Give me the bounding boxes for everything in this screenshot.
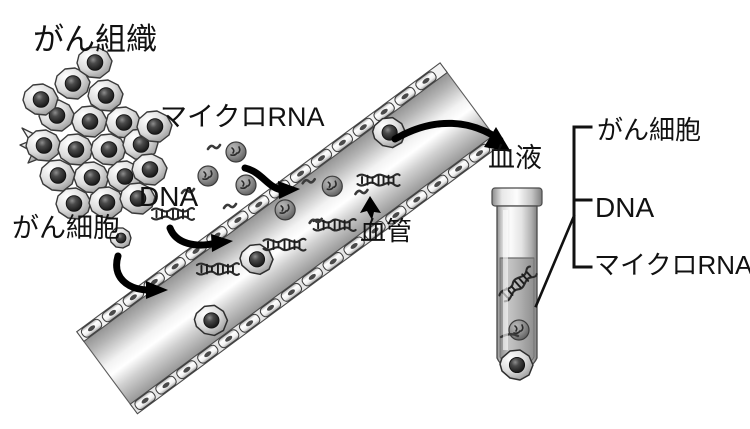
label-dna: DNA	[139, 181, 199, 212]
microrna-vesicle-icon	[197, 165, 219, 187]
tumor-cell-cluster-icon	[19, 46, 173, 220]
label-blood: 血液	[488, 143, 542, 173]
microrna-strand-icon	[499, 333, 520, 339]
microrna-vesicle-icon	[274, 199, 296, 221]
microrna-strand-icon	[301, 177, 317, 185]
label-cancer-cell: がん細胞	[12, 213, 120, 243]
blood-vessel-tube-icon	[75, 62, 502, 415]
curly-bracket-icon	[534, 125, 593, 308]
bracket-item-dna: DNA	[595, 192, 655, 223]
microrna-vesicle-icon	[225, 141, 247, 163]
tube-cap	[491, 187, 543, 207]
microrna-strand-icon	[222, 202, 238, 210]
microrna-vesicle-icon	[235, 174, 257, 196]
cancer-cell-icon	[499, 349, 534, 381]
blood-collection-tube-icon	[491, 187, 543, 381]
label-blood-vessel: 血管	[360, 216, 413, 246]
microrna-strand-icon	[354, 188, 369, 196]
microrna-vesicle-icon	[508, 319, 530, 341]
microrna-vesicle-icon	[321, 175, 344, 198]
bracket-item-microrna: マイクロRNA	[594, 250, 750, 280]
microrna-strand-icon	[206, 143, 222, 151]
bracket-leader-line	[534, 214, 576, 308]
flow-arrows	[113, 119, 511, 299]
bracket-item-cancer-cell: がん細胞	[597, 115, 702, 145]
microrna-strand-icon	[308, 217, 323, 225]
label-microrna: マイクロRNA	[160, 102, 325, 132]
label-tumor-tissue: がん組織	[33, 22, 157, 57]
